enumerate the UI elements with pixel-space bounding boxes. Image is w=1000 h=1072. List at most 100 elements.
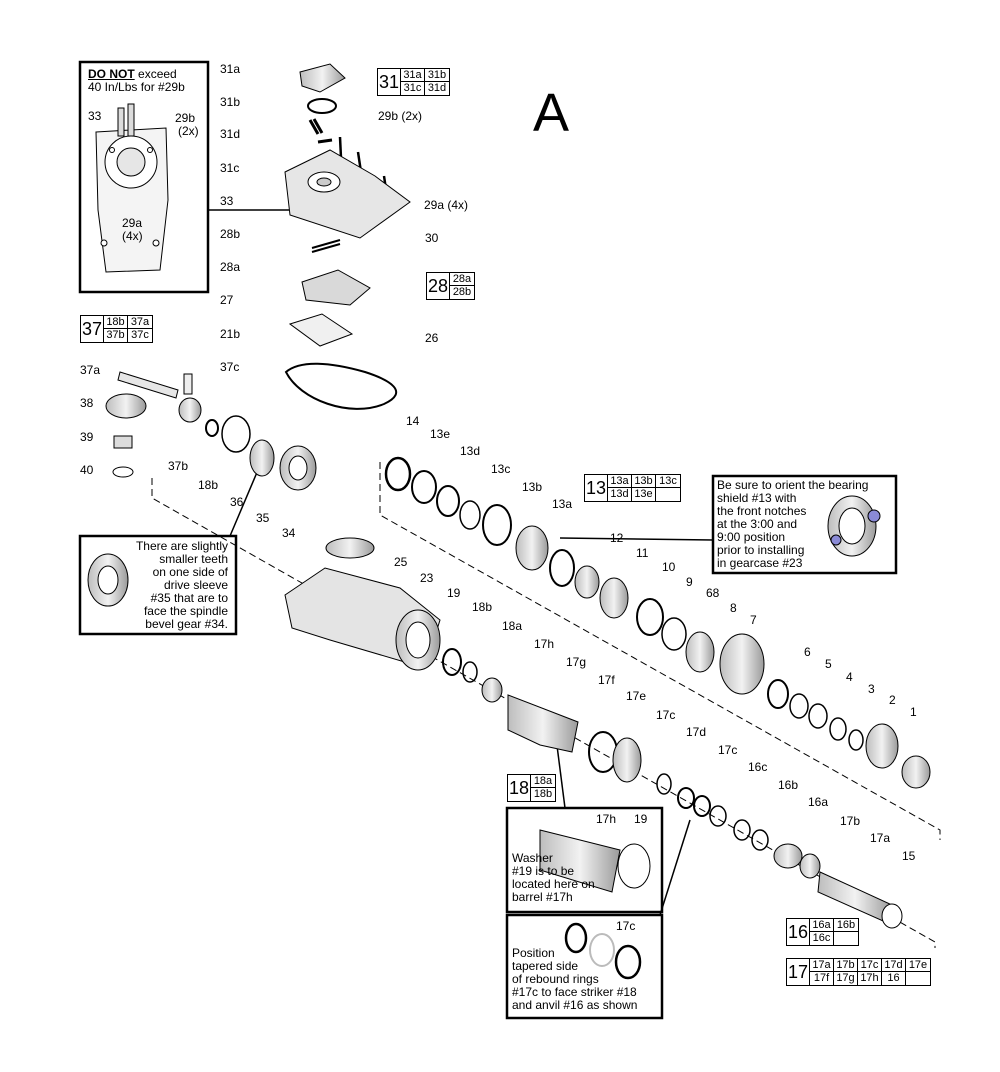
label-13d: 13d xyxy=(460,444,480,458)
sheet-letter: A xyxy=(533,83,569,143)
group-cell: 17h xyxy=(858,972,882,985)
label-30: 30 xyxy=(425,231,439,245)
label-29b: 29b (2x) xyxy=(378,109,422,123)
label-17h: 17h xyxy=(534,637,554,651)
assembly-axis-lines xyxy=(151,462,941,948)
label-19: 19 xyxy=(447,586,461,600)
part-31d-spring xyxy=(308,118,324,135)
group-cell: 17f xyxy=(810,972,834,985)
label-68: 68 xyxy=(706,586,720,600)
group-cell: 17d xyxy=(882,959,906,972)
label-37c: 37c xyxy=(220,360,239,374)
left-drive-parts xyxy=(105,371,375,559)
label-13b: 13b xyxy=(522,480,542,494)
label-17b: 17b xyxy=(840,814,860,828)
label-17c: 17c xyxy=(656,708,675,722)
group-cell: 16 xyxy=(882,972,906,985)
group-cell: 31b xyxy=(425,69,449,82)
label-13c: 13c xyxy=(491,462,510,476)
top-housing-parts xyxy=(284,63,411,410)
part-39-bushing xyxy=(113,435,133,449)
group-cell: 31a xyxy=(401,69,425,82)
label-16a: 16a xyxy=(808,795,828,809)
label-10: 10 xyxy=(662,560,676,574)
group-cell: 16c xyxy=(810,932,834,945)
group-cell: 28b xyxy=(452,286,472,298)
label-12: 12 xyxy=(610,531,624,545)
label-16c: 16c xyxy=(748,760,767,774)
group-cell: 18b xyxy=(533,788,553,800)
torque-warning: DO NOT xyxy=(88,67,135,81)
group-cell: 13b xyxy=(632,475,656,488)
group-number: 17 xyxy=(787,959,810,985)
group-number: 16 xyxy=(787,919,810,945)
torque-note: DO NOT exceed 40 In/Lbs for #29b xyxy=(88,67,185,94)
group-cell xyxy=(906,972,930,985)
part-37c-pin xyxy=(183,373,193,395)
label-23: 23 xyxy=(420,571,434,585)
washer-label-19: 19 xyxy=(634,812,648,826)
label-1: 1 xyxy=(910,705,917,719)
part-28b-spring xyxy=(311,239,341,253)
group-cell: 37b xyxy=(104,329,128,342)
label-5: 5 xyxy=(825,657,832,671)
right-drive-parts xyxy=(384,456,931,929)
label-9: 9 xyxy=(686,575,693,589)
group-cell: 17c xyxy=(858,959,882,972)
group-cell: 37a xyxy=(128,316,152,329)
washer-note: Washer #19 is to be located here on barr… xyxy=(512,851,595,904)
notch-highlight-3-oclock xyxy=(867,509,881,523)
label-17a: 17a xyxy=(870,831,890,845)
label-37b: 37b xyxy=(168,459,188,473)
callout-boxes xyxy=(78,60,898,1020)
torque-label-29b-count: (2x) xyxy=(178,124,199,138)
label-17c-2: 17c xyxy=(718,743,737,757)
group-number: 13 xyxy=(585,475,608,501)
drive-sleeve-drawing xyxy=(87,553,129,607)
label-33: 33 xyxy=(220,194,234,208)
label-15: 15 xyxy=(902,849,916,863)
part-30-cover xyxy=(284,149,411,239)
label-6: 6 xyxy=(804,645,811,659)
label-8: 8 xyxy=(730,601,737,615)
label-34: 34 xyxy=(282,526,296,540)
group-number: 31 xyxy=(378,69,401,95)
label-26: 26 xyxy=(425,331,439,345)
group-cell: 17g xyxy=(834,972,858,985)
group-number: 28 xyxy=(427,273,450,299)
part-26-gasket xyxy=(284,362,398,410)
part-28a-lock xyxy=(301,269,371,306)
part-27-plate xyxy=(288,313,354,347)
part-31a-knob xyxy=(299,63,346,93)
label-18b-left: 18b xyxy=(198,478,218,492)
group-number: 37 xyxy=(81,316,104,342)
bearing-shield-drawing xyxy=(827,495,881,557)
rebound-callout-drawing xyxy=(564,922,642,980)
rebound-note: Position tapered side of rebound rings #… xyxy=(512,946,638,1012)
bearing-shield-note: Be sure to orient the bearing shield #13… xyxy=(717,478,869,570)
label-39: 39 xyxy=(80,430,94,444)
part-38-gear xyxy=(105,393,147,419)
label-40: 40 xyxy=(80,463,94,477)
callout-leaders xyxy=(208,209,714,916)
torque-label-29a-count: (4x) xyxy=(122,229,143,243)
torque-label-33: 33 xyxy=(88,109,102,123)
part-31b-ring xyxy=(307,98,337,114)
washer-callout-box xyxy=(505,806,664,914)
part-36-clip xyxy=(221,415,251,453)
label-25: 25 xyxy=(394,555,408,569)
group-cell: 18b xyxy=(104,316,128,329)
washer-callout-drawing xyxy=(539,829,651,893)
label-13e: 13e xyxy=(430,427,450,441)
label-13a: 13a xyxy=(552,497,572,511)
gearcase-23 xyxy=(284,567,441,671)
label-37a: 37a xyxy=(80,363,100,377)
label-16b: 16b xyxy=(778,778,798,792)
